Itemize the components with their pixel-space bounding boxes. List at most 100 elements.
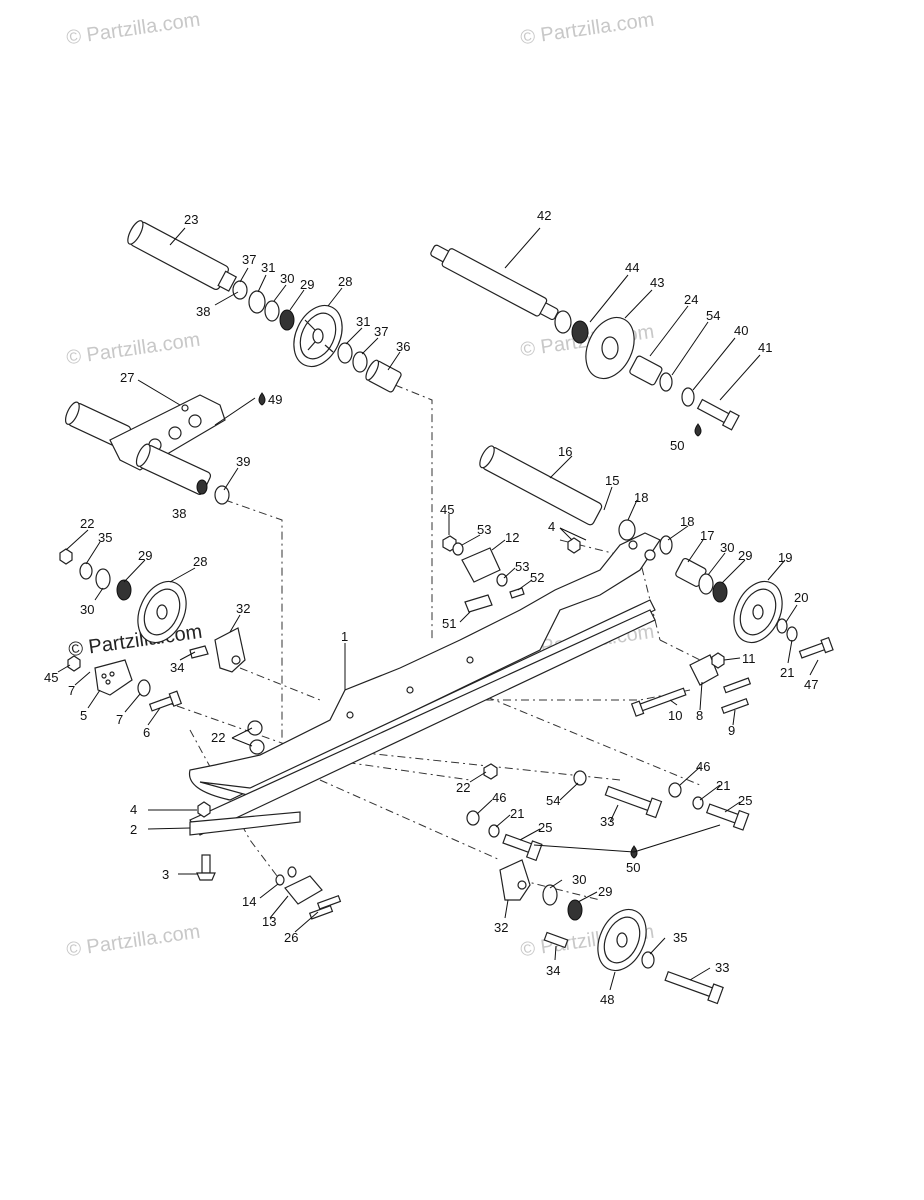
callout-label: 36 xyxy=(396,339,410,354)
callout-label: 29 xyxy=(138,548,152,563)
right-idler-wheel-group xyxy=(659,535,834,659)
callout-label: 52 xyxy=(530,570,544,585)
idler-wheel xyxy=(293,304,343,368)
slide-guide xyxy=(67,655,183,712)
callout-label: 41 xyxy=(758,340,772,355)
callout-label: 21 xyxy=(716,778,730,793)
callout-label: 23 xyxy=(184,212,198,227)
front-cross-shaft xyxy=(479,445,636,541)
callout-label: 39 xyxy=(236,454,250,469)
callout-label: 50 xyxy=(670,438,684,453)
callout-label: 53 xyxy=(515,559,529,574)
callout-label: 32 xyxy=(236,601,250,616)
callout-label: 19 xyxy=(778,550,792,565)
callout-label: 54 xyxy=(706,308,720,323)
callout-label: 24 xyxy=(684,292,698,307)
callout-label: 50 xyxy=(626,860,640,875)
callout-label: 46 xyxy=(696,759,710,774)
wheel-bracket xyxy=(189,627,246,673)
callout-label: 33 xyxy=(600,814,614,829)
callout-label: 51 xyxy=(442,616,456,631)
rail-slider-parts xyxy=(189,801,301,881)
callout-label: 37 xyxy=(242,252,256,267)
callout-label: 20 xyxy=(794,590,808,605)
callout-label: 35 xyxy=(673,930,687,945)
callout-label: 38 xyxy=(172,506,186,521)
callout-label: 33 xyxy=(715,960,729,975)
callout-label: 28 xyxy=(193,554,207,569)
lower-idler-wheel-group xyxy=(499,859,724,1005)
callout-label: 45 xyxy=(440,502,454,517)
callout-label: 22 xyxy=(456,780,470,795)
callout-label: 10 xyxy=(668,708,682,723)
callout-label: 29 xyxy=(300,277,314,292)
callout-label: 13 xyxy=(262,914,276,929)
rear-wheel xyxy=(585,316,635,380)
callout-label: 35 xyxy=(98,530,112,545)
adjuster-plate xyxy=(630,652,752,717)
callout-label: 46 xyxy=(492,790,506,805)
callout-label: 31 xyxy=(261,260,275,275)
callout-label: 38 xyxy=(196,304,210,319)
callout-label: 4 xyxy=(130,802,137,817)
callout-label: 28 xyxy=(338,274,352,289)
callout-label: 3 xyxy=(162,867,169,882)
lower-fasteners xyxy=(247,720,750,862)
callout-label: 31 xyxy=(356,314,370,329)
callout-label: 47 xyxy=(804,677,818,692)
stopper-block xyxy=(442,535,581,613)
callout-label: 29 xyxy=(738,548,752,563)
callout-label: 34 xyxy=(546,963,560,978)
callout-label: 22 xyxy=(211,730,225,745)
leader-lines xyxy=(57,227,819,991)
callout-label: 6 xyxy=(143,725,150,740)
callout-label: 8 xyxy=(696,708,703,723)
cross-shaft-arm xyxy=(64,394,230,505)
callout-label: 21 xyxy=(780,665,794,680)
callout-label: 34 xyxy=(170,660,184,675)
callout-label: 14 xyxy=(242,894,256,909)
callout-label: 40 xyxy=(734,323,748,338)
callout-label: 5 xyxy=(80,708,87,723)
callout-label: 53 xyxy=(477,522,491,537)
callout-label: 25 xyxy=(738,793,752,808)
callout-label: 30 xyxy=(280,271,294,286)
callout-label: 30 xyxy=(572,872,586,887)
callout-label: 30 xyxy=(80,602,94,617)
callout-label: 4 xyxy=(548,519,555,534)
callout-label: 27 xyxy=(120,370,134,385)
callout-label: 54 xyxy=(546,793,560,808)
callout-label: 18 xyxy=(680,514,694,529)
slide-rail xyxy=(188,532,661,836)
rear-axle-assembly xyxy=(430,244,740,431)
callout-label: 16 xyxy=(558,444,572,459)
left-idler-wheel-group xyxy=(59,548,187,644)
callout-label: 42 xyxy=(537,208,551,223)
callout-label: 7 xyxy=(68,683,75,698)
callout-label: 29 xyxy=(598,884,612,899)
callout-label: 49 xyxy=(268,392,282,407)
upper-idler-shaft-assembly xyxy=(127,220,402,393)
callout-label: 9 xyxy=(728,723,735,738)
callout-label: 1 xyxy=(341,629,348,644)
callout-label: 7 xyxy=(116,712,123,727)
callout-label: 11 xyxy=(742,651,756,666)
callout-labels: 23 37 31 30 29 28 38 31 37 36 42 44 43 2… xyxy=(44,208,818,1007)
callout-label: 32 xyxy=(494,920,508,935)
callout-label: 26 xyxy=(284,930,298,945)
callout-label: 21 xyxy=(510,806,524,821)
callout-label: 15 xyxy=(605,473,619,488)
rail-stopper-block xyxy=(275,866,342,920)
callout-label: 37 xyxy=(374,324,388,339)
callout-label: 2 xyxy=(130,822,137,837)
callout-label: 17 xyxy=(700,528,714,543)
callout-label: 43 xyxy=(650,275,664,290)
callout-label: 22 xyxy=(80,516,94,531)
callout-label: 30 xyxy=(720,540,734,555)
callout-label: 48 xyxy=(600,992,614,1007)
callout-label: 25 xyxy=(538,820,552,835)
callout-label: 18 xyxy=(634,490,648,505)
callout-label: 44 xyxy=(625,260,639,275)
callout-label: 45 xyxy=(44,670,58,685)
